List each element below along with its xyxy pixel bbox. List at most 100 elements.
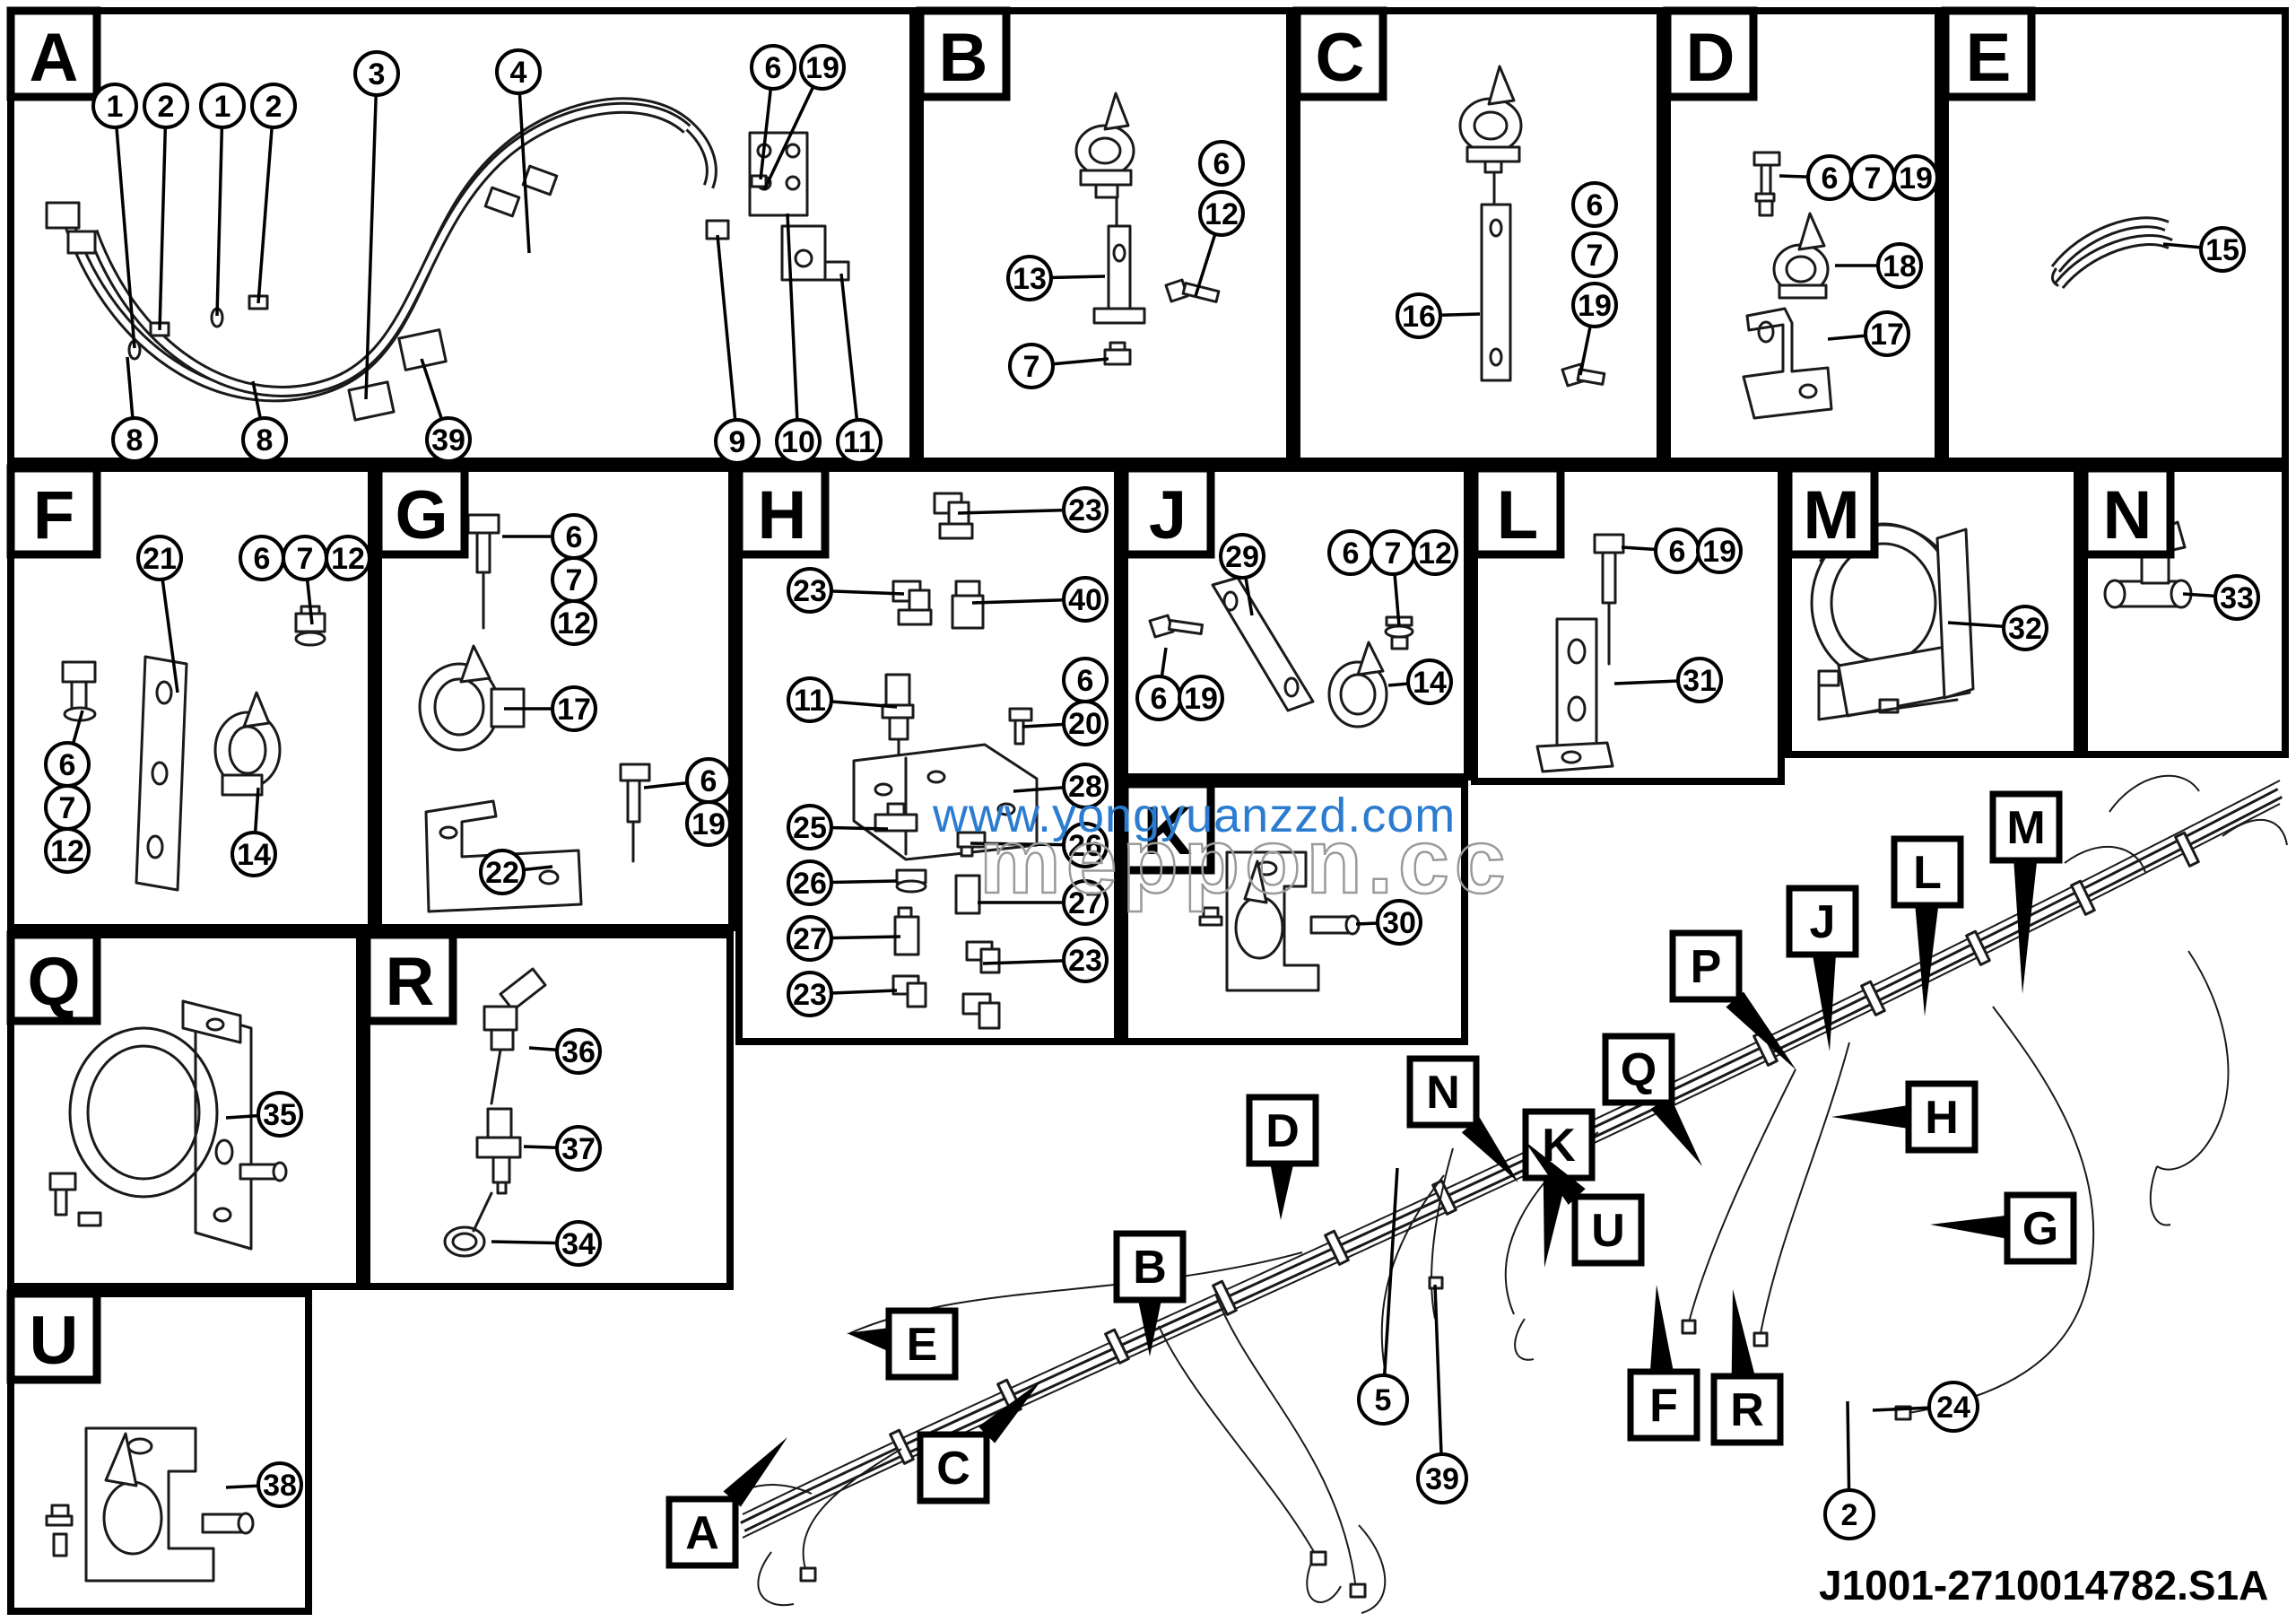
panel-M-callout-32 (2002, 605, 2048, 651)
panel-H-callout-28 (1062, 763, 1109, 809)
panel-N-label: N (2103, 477, 2152, 554)
panel-L-callout-19 (1696, 528, 1743, 574)
panel-A-leader-9 (716, 234, 739, 442)
panel-A-callout-8 (111, 416, 158, 463)
main-letter-box-J (1786, 885, 1859, 958)
panel-E-label-box (1941, 6, 2036, 101)
panel-J-label: J (1149, 477, 1187, 554)
panel-J-callout-12 (1412, 529, 1458, 576)
panel-A-callout-1 (91, 83, 138, 129)
panel-Q-sketch (48, 999, 288, 1251)
panel-Q-callout-35 (257, 1091, 303, 1138)
main-letter-box-K (1522, 1108, 1596, 1182)
panel-H-label-box (735, 464, 830, 559)
panel-E-label: E (1966, 20, 2012, 96)
panel-R-label: R (386, 944, 435, 1020)
panel-A-callout-39 (425, 416, 472, 463)
panel-N-frame (2081, 465, 2289, 758)
panel-L-label-box (1470, 464, 1565, 559)
main-letter-tail-C (978, 1382, 1040, 1443)
panel-A-callout-num-11: 11 (843, 425, 875, 459)
panel-N-label-box (2080, 464, 2175, 559)
panel-H-callout-23 (787, 567, 833, 614)
panel-G-callout-num-6: 6 (700, 764, 718, 798)
panel-B-label-box (916, 6, 1011, 101)
panel-A-callout-2 (250, 83, 297, 129)
panel-U-callout-38 (257, 1461, 303, 1508)
panel-R-callout-num-34: 34 (561, 1227, 596, 1261)
main-letter-P: P (1691, 941, 1722, 993)
panel-F-callout-num-6: 6 (59, 748, 76, 782)
panel-J-callout-num-6: 6 (1151, 682, 1168, 716)
panel-F-callout-21 (136, 535, 183, 581)
main-letter-tail-A (723, 1437, 787, 1507)
watermark-primary: www.yongyuanzzd.com (933, 789, 1457, 842)
panel-H-callout-23 (1062, 937, 1109, 983)
main-letter-box-B (1113, 1230, 1187, 1304)
panel-H-frame (735, 465, 1121, 1045)
panel-B-callout-7 (1008, 343, 1055, 389)
panel-A-callout-num-2: 2 (158, 90, 175, 124)
panel-K-callout-num-30: 30 (1382, 906, 1416, 940)
panel-J-frame (1121, 465, 1471, 780)
panel-J-callout-num-6: 6 (1343, 536, 1360, 571)
main-letter-tail-D (1270, 1163, 1294, 1220)
panel-R-callout-num-36: 36 (561, 1035, 596, 1069)
panel-L-frame (1471, 465, 1785, 785)
panel-C-frame (1293, 7, 1664, 465)
panel-B-callout-6 (1198, 140, 1245, 187)
main-letter-L: L (1913, 847, 1942, 899)
main-leader-5 (1381, 1167, 1399, 1400)
panel-H-callout-num-28: 28 (1068, 770, 1102, 804)
panel-B-callout-num-12: 12 (1205, 197, 1239, 231)
panel-L-callout-num-31: 31 (1683, 664, 1717, 698)
panel-C-callout-7 (1571, 231, 1618, 278)
panel-U-callout-num-38: 38 (263, 1469, 297, 1503)
panel-H-callout-26 (1062, 822, 1109, 868)
panel-H-callout-num-40: 40 (1068, 583, 1102, 617)
panel-M-sketch (1796, 522, 1975, 721)
main-letter-box-A (665, 1496, 739, 1569)
panel-G-callout-num-22: 22 (485, 856, 519, 890)
main-letter-box-D (1246, 1094, 1319, 1167)
main-letter-tail-G (1930, 1215, 2008, 1239)
panel-G-callout-22 (479, 849, 526, 895)
panel-H-label: H (758, 477, 807, 554)
panel-A-callout-6 (750, 44, 796, 91)
main-letter-tail-J (1813, 954, 1837, 1051)
panel-D-callout-num-6: 6 (1822, 161, 1839, 196)
main-letter-D: D (1265, 1105, 1300, 1157)
panel-C-label: C (1316, 20, 1365, 96)
panel-F-callout-num-7: 7 (59, 791, 76, 825)
part-sketches (45, 65, 2288, 1614)
panel-K-frame (1121, 780, 1468, 1045)
panel-D-label-box (1663, 6, 1758, 101)
panel-A-callout-4 (495, 48, 542, 95)
main-letter-box-N (1406, 1055, 1480, 1129)
panel-B-label: B (939, 20, 988, 96)
panel-G-callout-12 (551, 599, 597, 646)
panel-H-callout-27 (1062, 879, 1109, 926)
panel-D-callout-num-19: 19 (1899, 161, 1933, 196)
panel-H-callout-num-26: 26 (793, 867, 827, 901)
panel-J-callout-num-7: 7 (1385, 536, 1402, 571)
main-letter-Q: Q (1621, 1044, 1657, 1096)
panel-A-callout-num-4: 4 (510, 56, 527, 90)
panel-C-callout-16 (1396, 292, 1442, 339)
panel-C-callout-num-7: 7 (1587, 239, 1604, 273)
panel-A-callout-2 (143, 83, 189, 129)
panel-L-callout-num-6: 6 (1669, 535, 1686, 569)
panel-B-callout-num-13: 13 (1013, 262, 1047, 296)
panel-M-frame (1785, 465, 2081, 758)
panel-R-sketch (443, 967, 547, 1258)
main-letter-box-E (885, 1307, 959, 1381)
panel-A-callout-num-8: 8 (257, 423, 274, 458)
panel-H-callout-num-23: 23 (793, 574, 827, 608)
panel-L-callout-num-19: 19 (1702, 535, 1736, 569)
main-callout-24 (1927, 1381, 1979, 1433)
panel-C-label-box (1292, 6, 1387, 101)
panel-G-label: G (395, 477, 448, 554)
panel-D-callout-19 (1892, 154, 1939, 201)
panel-B-sketch (1074, 92, 1221, 366)
panel-L-label: L (1497, 477, 1538, 554)
